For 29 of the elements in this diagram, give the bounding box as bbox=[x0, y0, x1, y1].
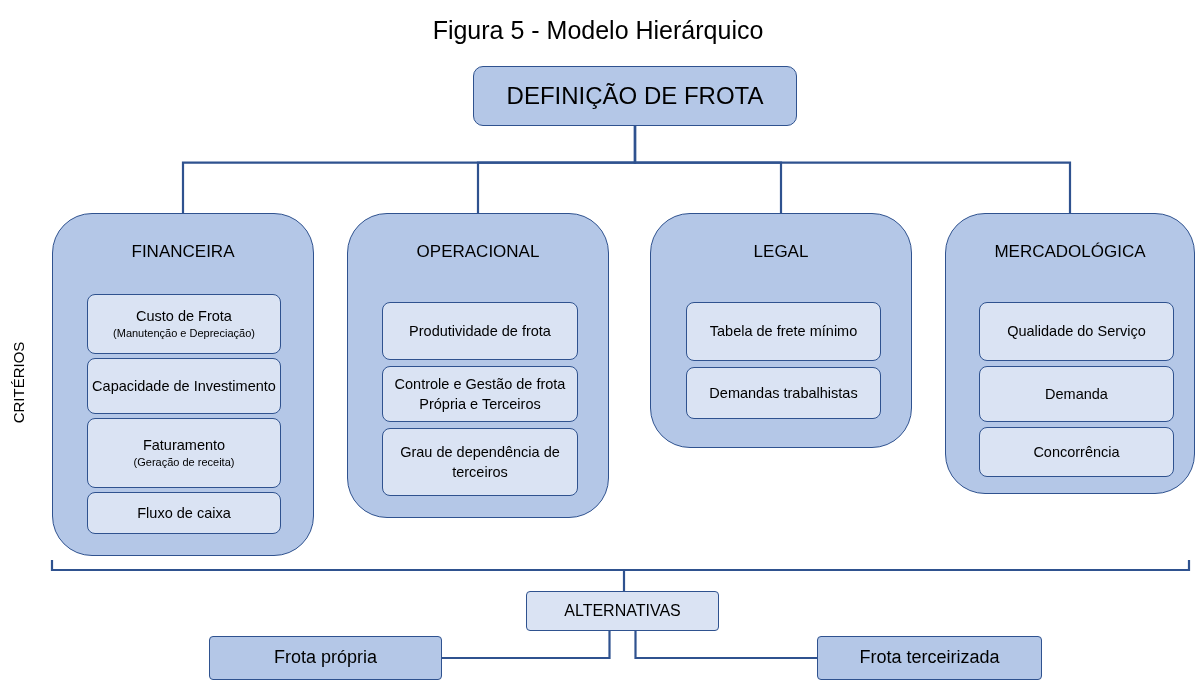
group-title: FINANCEIRA bbox=[131, 242, 235, 262]
axis-label: CRITÉRIOS bbox=[9, 340, 27, 425]
figure-title: Figura 5 - Modelo Hierárquico bbox=[431, 16, 765, 45]
sub-criterion-box: Concorrência bbox=[979, 427, 1174, 477]
sub-criterion-box: Faturamento (Geração de receita) bbox=[87, 418, 281, 488]
sub-criterion-box: Qualidade do Serviço bbox=[979, 302, 1174, 361]
sub-criterion-box: Controle e Gestão de frota Própria e Terceiros bbox=[382, 366, 578, 422]
sub-criterion-box: Fluxo de caixa bbox=[87, 492, 281, 534]
alternative-box: Frota própria bbox=[209, 636, 442, 680]
sub-criterion-box: Tabela de frete mínimo bbox=[686, 302, 881, 361]
group-title: OPERACIONAL bbox=[416, 242, 540, 262]
criterion-group-panel bbox=[52, 213, 314, 556]
sub-criterion-box: Produtividade de frota bbox=[382, 302, 578, 360]
criterion-group-panel bbox=[650, 213, 912, 448]
group-title: LEGAL bbox=[753, 242, 809, 262]
alternatives-box: ALTERNATIVAS bbox=[526, 591, 719, 631]
sub-criterion-box: Custo de Frota (Manutenção e Depreciação) bbox=[87, 294, 281, 354]
group-title: MERCADOLÓGICA bbox=[994, 242, 1146, 262]
goal-box: DEFINIÇÃO DE FROTA bbox=[473, 66, 797, 126]
connector-line bbox=[634, 631, 817, 660]
alternative-box: Frota terceirizada bbox=[817, 636, 1042, 680]
connector-line bbox=[442, 631, 611, 660]
sub-criterion-box: Grau de dependência de terceiros bbox=[382, 428, 578, 496]
criterion-group-panel bbox=[347, 213, 609, 518]
criterion-group-panel bbox=[945, 213, 1195, 494]
sub-criterion-box: Demandas trabalhistas bbox=[686, 367, 881, 419]
connector-line bbox=[633, 126, 1072, 213]
sub-criterion-box: Capacidade de Investimento bbox=[87, 358, 281, 414]
sub-criterion-box: Demanda bbox=[979, 366, 1174, 422]
